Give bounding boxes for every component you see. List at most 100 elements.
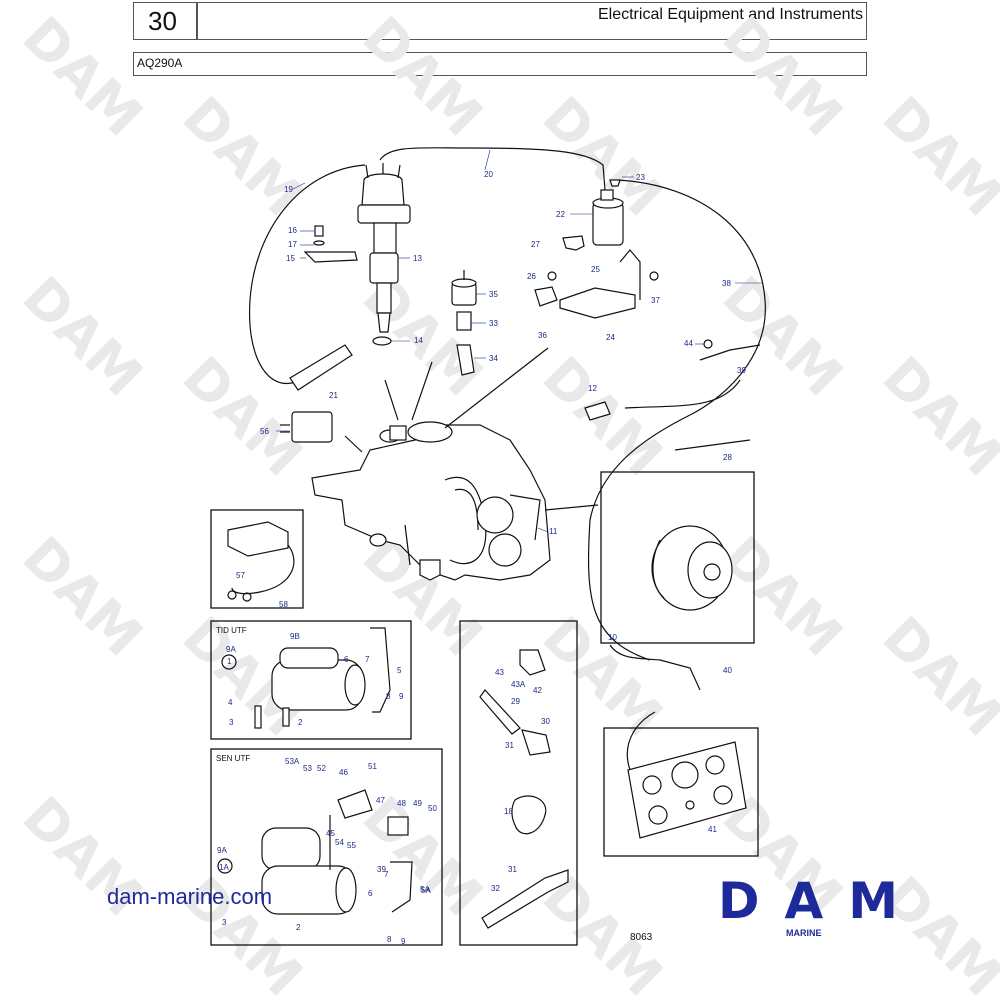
- callout-49: 49: [413, 799, 422, 808]
- dam-logo: DAM: [718, 872, 898, 930]
- callout-27: 27: [531, 240, 540, 249]
- group-number-box: 30: [133, 2, 197, 40]
- oil-pressure-sender: [451, 270, 477, 376]
- screw-44: [703, 339, 713, 349]
- watermark-text: DAM: [871, 85, 1000, 229]
- callout-9A: 9A: [226, 645, 236, 654]
- callout-39-repeat: 39: [377, 865, 386, 874]
- callout-40: 40: [723, 666, 732, 675]
- callout-41: 41: [708, 825, 717, 834]
- inset-instrument-panel: [603, 727, 759, 857]
- callout-57: 57: [236, 571, 245, 580]
- watermark-text: DAM: [11, 5, 155, 149]
- callout-52: 52: [317, 764, 326, 773]
- cable-40: [609, 644, 701, 691]
- callout-51: 51: [368, 762, 377, 771]
- callout-7-repeat: 7: [384, 870, 389, 879]
- callout-9-repeat: 9: [401, 937, 406, 946]
- page-title: Electrical Equipment and Instruments: [597, 6, 863, 23]
- callout-3-repeat: 3: [222, 918, 227, 927]
- watermark-text: DAM: [711, 525, 855, 669]
- callout-14: 14: [414, 336, 423, 345]
- callout-2: 2: [298, 718, 303, 727]
- watermark-text: DAM: [711, 265, 855, 409]
- callout-58: 58: [279, 600, 288, 609]
- ht-lead-20: [379, 147, 606, 191]
- callout-56: 56: [260, 427, 269, 436]
- callout-45: 45: [326, 829, 335, 838]
- callout-9A-repeat: 9A: [217, 846, 227, 855]
- callout-53: 53: [303, 764, 312, 773]
- watermark-text: DAM: [351, 5, 495, 149]
- callout-17: 17: [288, 240, 297, 249]
- bracket-30: [521, 729, 551, 756]
- instrument-panel: [626, 711, 747, 839]
- callout-15: 15: [286, 254, 295, 263]
- bolt-3: [254, 705, 262, 729]
- callout-39: 39: [737, 366, 746, 375]
- model-box: AQ290A: [133, 52, 867, 76]
- callout-9: 9: [399, 692, 404, 701]
- callout-13: 13: [413, 254, 422, 263]
- arrow-line-3: [444, 347, 549, 429]
- title-box: Electrical Equipment and Instruments: [197, 2, 867, 40]
- callout-1A: 1A: [219, 863, 229, 872]
- clamp-15: [303, 251, 358, 263]
- wire-12: [624, 379, 741, 409]
- wire-38: [588, 179, 766, 661]
- arrow-line-2: [411, 361, 433, 421]
- circle-callout-1a: [217, 858, 233, 874]
- regulator-57: [227, 521, 289, 557]
- website-link[interactable]: dam-marine.com: [107, 884, 273, 909]
- watermark-text: DAM: [11, 265, 155, 409]
- belt-18: [511, 795, 547, 835]
- callout-48: 48: [397, 799, 406, 808]
- inset-regulator: [210, 509, 304, 609]
- terminal-58b: [242, 592, 252, 602]
- callout-24: 24: [606, 333, 615, 342]
- logo-text: DAM: [718, 872, 898, 930]
- alternator: [651, 525, 733, 611]
- washer-17: [313, 240, 325, 246]
- inset-alternator: [600, 471, 755, 644]
- bracket-32: [481, 869, 569, 929]
- inset-clips-belt: [459, 620, 578, 946]
- callout-33: 33: [489, 319, 498, 328]
- temp-sender-21: [289, 344, 353, 391]
- callout-11: 11: [549, 527, 558, 536]
- arrow-line-5: [544, 504, 599, 511]
- callout-55: 55: [347, 841, 356, 850]
- starter-motor-sen: [261, 789, 413, 915]
- callout-31: 31: [505, 741, 514, 750]
- callout-1: 1: [227, 657, 232, 666]
- callout-46: 46: [339, 768, 348, 777]
- callout-9B: 9B: [290, 632, 300, 641]
- distributor: [357, 163, 411, 333]
- callout-35: 35: [489, 290, 498, 299]
- resistor-27: [562, 235, 585, 251]
- relay-56: [280, 411, 333, 443]
- watermark-text: DAM: [871, 605, 1000, 749]
- callout-16: 16: [288, 226, 297, 235]
- callout-20: 20: [484, 170, 493, 179]
- callout-2-repeat: 2: [296, 923, 301, 932]
- ignition-coil: [592, 179, 624, 246]
- sender-36: [534, 286, 558, 307]
- starter-motor-tid: [271, 627, 391, 713]
- tid-label: TID UTF: [216, 626, 247, 635]
- ht-lead-19: [248, 164, 366, 385]
- sender-12: [584, 401, 611, 421]
- callout-43: 43: [495, 668, 504, 677]
- screw-37: [649, 271, 659, 281]
- callout-8: 8: [386, 692, 391, 701]
- callout-10: 10: [608, 633, 617, 642]
- screw-26: [547, 271, 557, 281]
- callout-5: 5: [397, 666, 402, 675]
- watermark-text: DAM: [11, 525, 155, 669]
- watermark-text: DAM: [711, 5, 855, 149]
- model-code: AQ290A: [137, 56, 183, 70]
- strap-28: [674, 439, 751, 451]
- diagram-reference: 8063: [630, 932, 653, 943]
